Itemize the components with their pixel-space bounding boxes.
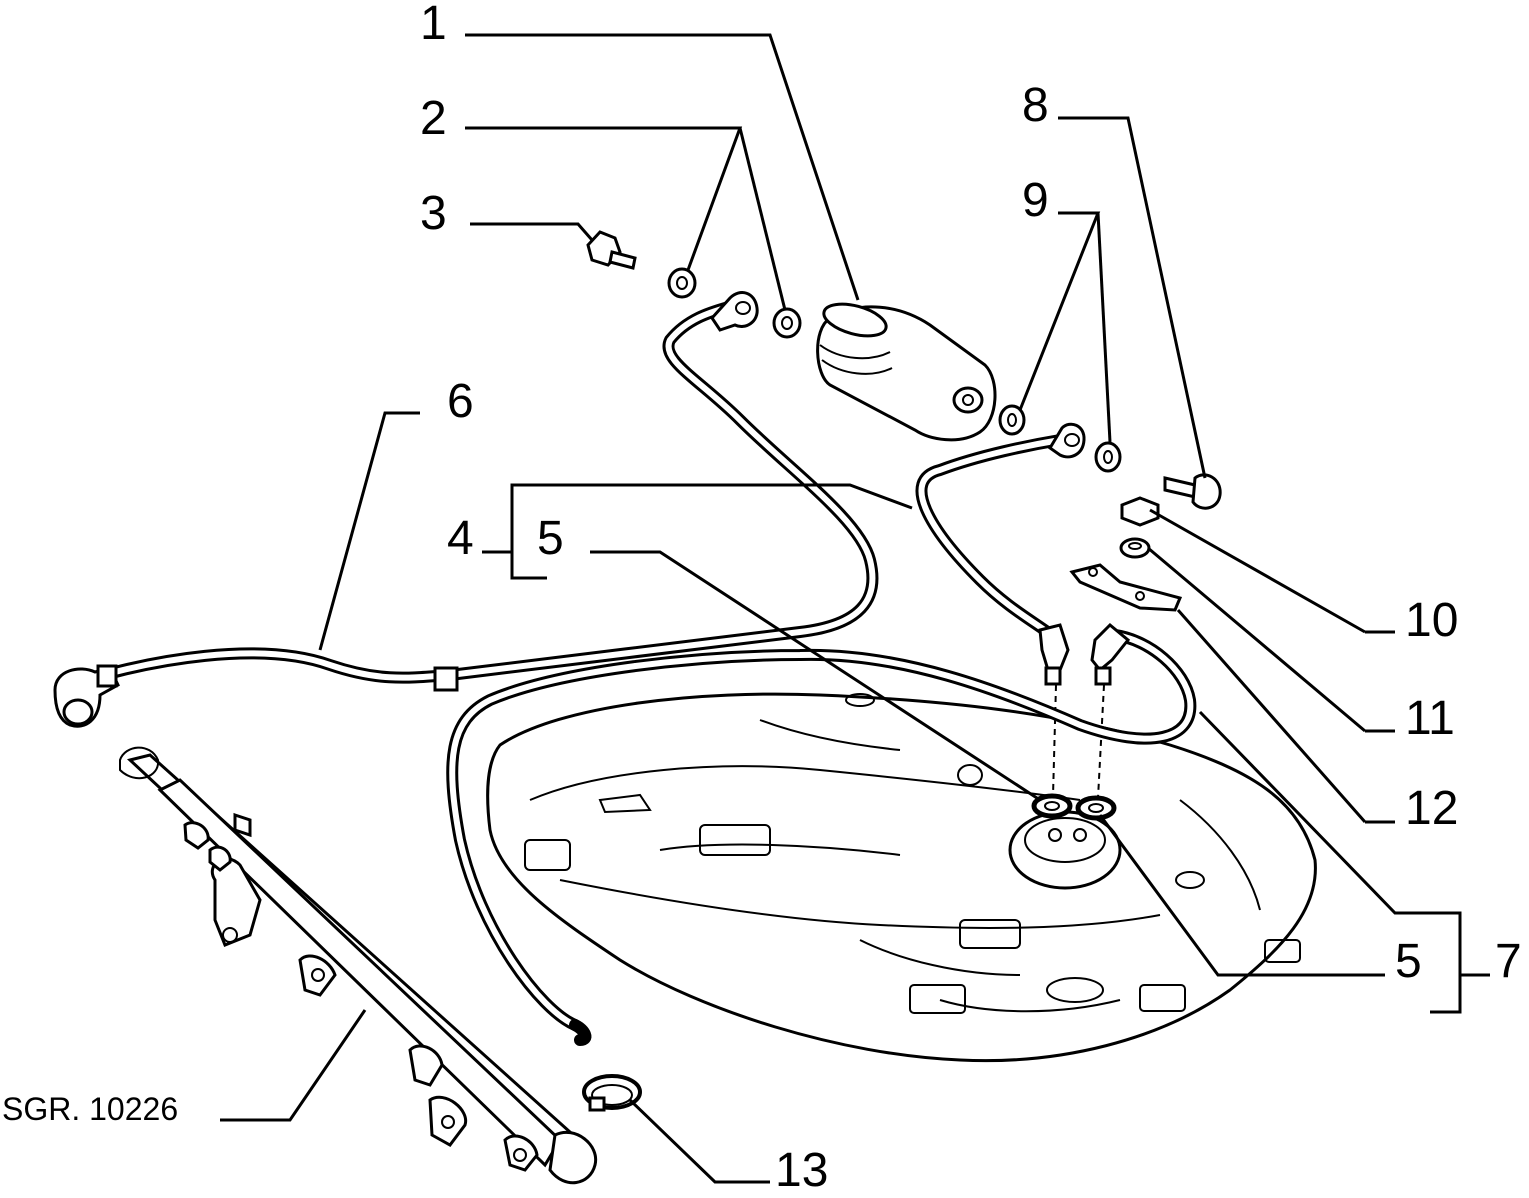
seal-ring-left [1031, 793, 1073, 819]
hose-6 [74, 299, 879, 688]
diagram-reference-code: SGR. 10226 [2, 1091, 179, 1127]
washer-9-right [1094, 441, 1122, 473]
callout-12: 12 [1405, 782, 1459, 835]
callout-13: 13 [775, 1144, 829, 1197]
callout-6: 6 [447, 375, 474, 428]
banjo-fitting-filter-outlet [1047, 422, 1086, 459]
callout-10: 10 [1405, 594, 1459, 647]
hose-coupling [433, 666, 459, 692]
callout-9: 9 [1022, 174, 1049, 227]
hose-7-return [446, 629, 1197, 1046]
callout-4: 4 [447, 512, 474, 565]
callout-5-bottom: 5 [1395, 935, 1422, 988]
washer-2-left [667, 267, 697, 299]
callout-8: 8 [1022, 79, 1049, 132]
washer-9-left [998, 404, 1026, 436]
hose-4 [915, 434, 1066, 646]
fuel-rail [119, 746, 598, 1185]
bolt-8 [1163, 473, 1222, 510]
quick-connector-right [1090, 622, 1131, 686]
callout-5-top: 5 [537, 512, 564, 565]
fuel-filter [816, 302, 997, 442]
washer-11 [1119, 537, 1151, 559]
seal-ring-right [1075, 795, 1117, 821]
banjo-fitting-filter-inlet [710, 291, 759, 332]
callout-3: 3 [420, 187, 447, 240]
fuel-tank [486, 692, 1317, 1063]
bracket-12 [1069, 563, 1183, 612]
quick-connector-left [1038, 623, 1070, 686]
nut-10 [1120, 496, 1160, 527]
callout-1: 1 [420, 0, 447, 50]
hose-clamp-13 [582, 1074, 642, 1112]
hose-fitting-6-end [53, 664, 120, 728]
callout-2: 2 [420, 92, 447, 145]
callout-7: 7 [1495, 935, 1522, 988]
washer-2-right [772, 307, 802, 339]
banjo-bolt-3 [586, 230, 637, 270]
leader-lines [220, 33, 1490, 1184]
callout-11: 11 [1405, 692, 1455, 745]
